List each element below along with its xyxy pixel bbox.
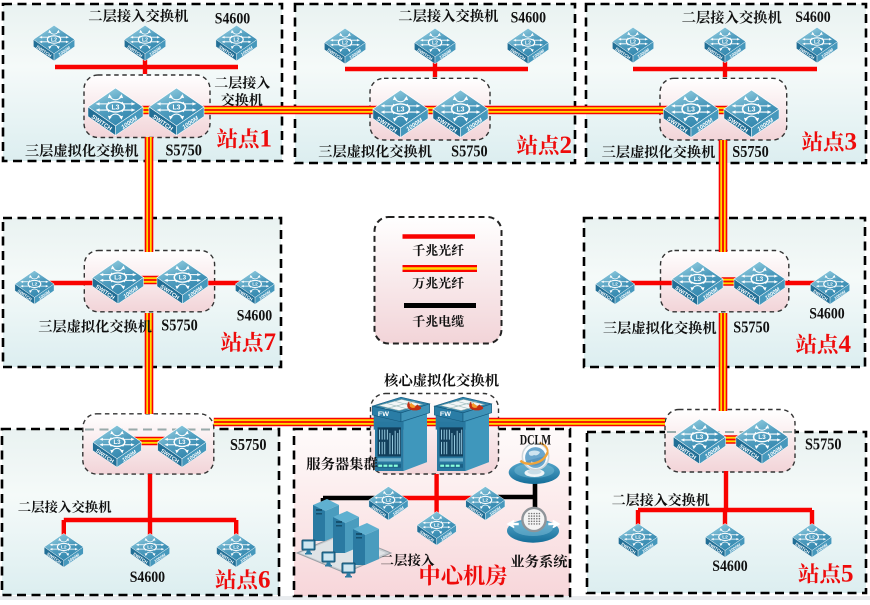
svg-text:6: 6 (258, 567, 271, 594)
svg-text:S5750: S5750 (732, 143, 769, 161)
svg-text:4: 4 (839, 331, 852, 358)
svg-text:1: 1 (260, 126, 273, 153)
svg-text:DCLM: DCLM (520, 432, 551, 448)
svg-text:S5750: S5750 (805, 435, 842, 453)
svg-text:2: 2 (560, 132, 573, 159)
svg-text:S5750: S5750 (451, 142, 488, 160)
svg-text:S4600: S4600 (809, 306, 844, 323)
svg-text:S4600: S4600 (511, 10, 546, 27)
svg-text:S4600: S4600 (215, 11, 250, 28)
svg-text:S4600: S4600 (795, 9, 830, 26)
svg-text:S4600: S4600 (712, 558, 747, 575)
svg-text:S4600: S4600 (237, 308, 272, 325)
svg-text:S4600: S4600 (130, 569, 165, 586)
svg-text:S5750: S5750 (733, 318, 770, 336)
svg-text:7: 7 (264, 329, 277, 356)
svg-text:S5750: S5750 (165, 141, 202, 159)
svg-text:5: 5 (841, 561, 854, 588)
svg-text:S5750: S5750 (161, 316, 198, 334)
svg-text:S5750: S5750 (230, 436, 267, 454)
svg-text:3: 3 (845, 129, 858, 156)
